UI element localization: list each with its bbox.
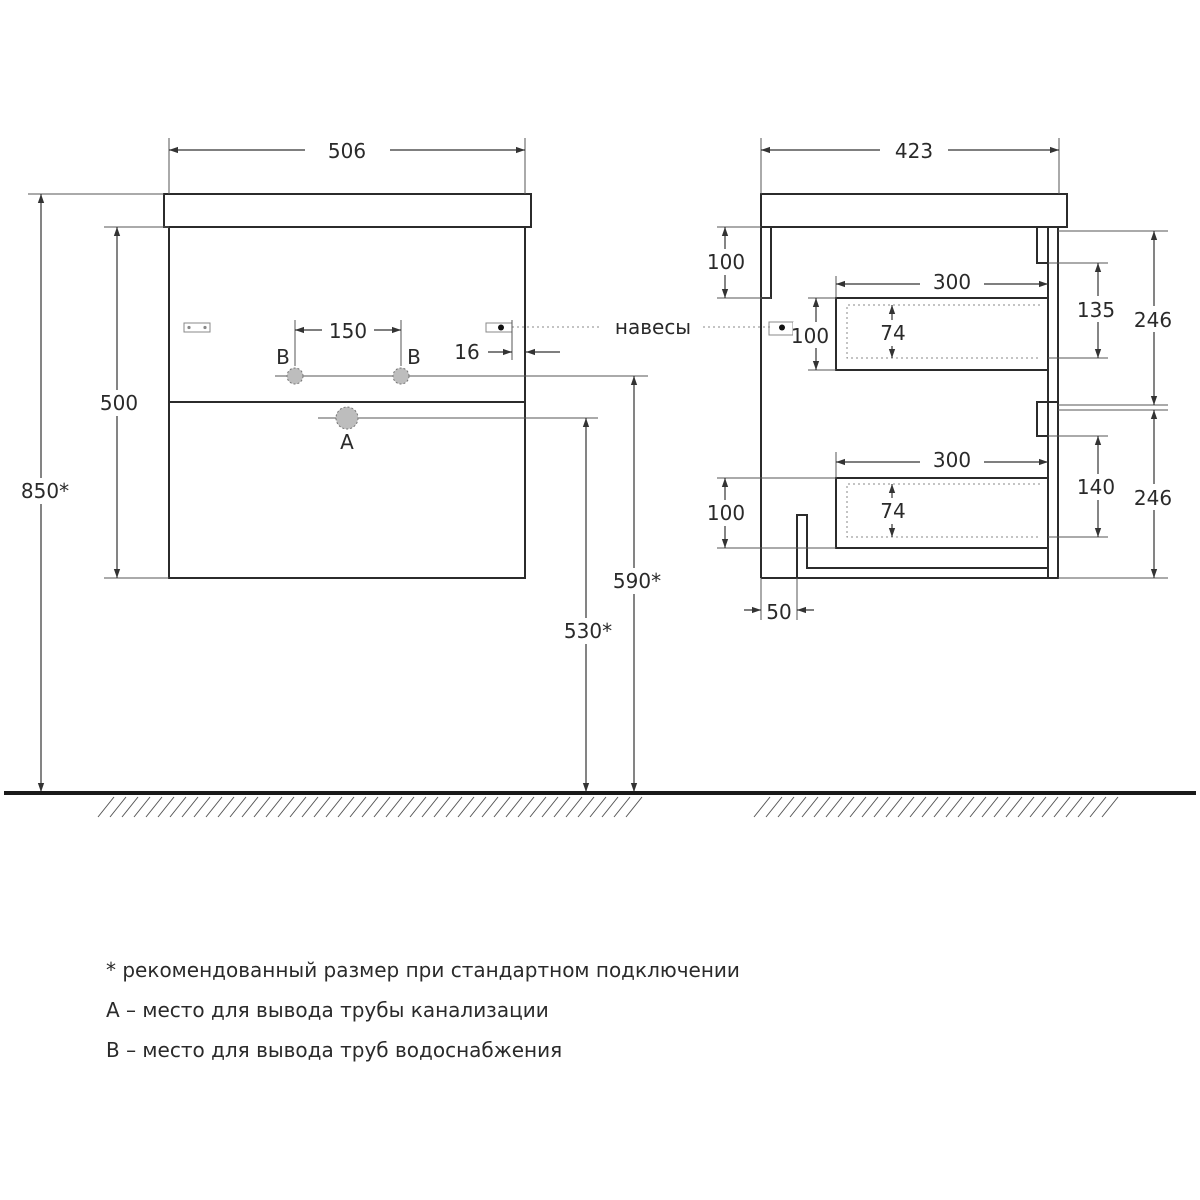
dim-side-depth: 423 xyxy=(895,139,933,163)
dim-lower-cutout: 100 xyxy=(707,501,745,525)
dim-lower-drawer-inner: 74 xyxy=(880,499,905,523)
dim-upper-cutout: 100 xyxy=(707,250,745,274)
note-drain: А – место для вывода трубы канализации xyxy=(106,998,549,1022)
note-recommended: * рекомендованный размер при стандартном… xyxy=(106,958,740,982)
note-water: В – место для вывода труб водоснабжения xyxy=(106,1038,563,1062)
dim-upper-hinge-height: 100 xyxy=(791,324,829,348)
dim-drain-height: 530* xyxy=(564,619,612,643)
front-hinge-left-icon xyxy=(183,322,211,333)
lower-drawer xyxy=(835,477,1048,549)
dim-lower-drawer-height: 140 xyxy=(1077,475,1115,499)
dim-front-width: 506 xyxy=(328,139,366,163)
water-pipe-left-label: B xyxy=(276,345,290,369)
water-pipe-right-label: B xyxy=(407,345,421,369)
side-back-cutout xyxy=(761,226,772,299)
dim-lower-section: 246 xyxy=(1134,486,1172,510)
side-view: навесы 423 100 300 100 74 135 xyxy=(615,138,1180,624)
dim-water-height: 590* xyxy=(613,569,661,593)
side-countertop xyxy=(760,193,1068,228)
dim-upper-drawer-inner: 74 xyxy=(880,321,905,345)
dim-pipe-spacing: 150 xyxy=(329,319,367,343)
dim-upper-section: 246 xyxy=(1134,308,1172,332)
dim-upper-drawer-height: 135 xyxy=(1077,298,1115,322)
side-hinge-icon xyxy=(768,321,794,336)
front-view: 506 850* 500 150 16 B B A xyxy=(14,138,666,792)
dim-upper-drawer-depth: 300 xyxy=(933,270,971,294)
floor xyxy=(4,791,1196,818)
water-pipe-left-icon xyxy=(286,367,304,385)
dim-body-height: 500 xyxy=(100,391,138,415)
front-hinge-right-icon xyxy=(485,322,513,333)
water-pipe-right-icon xyxy=(392,367,410,385)
dim-hinge-offset: 16 xyxy=(454,340,479,364)
dim-total-height: 850* xyxy=(21,479,69,503)
dim-leg-offset: 50 xyxy=(766,600,791,624)
upper-drawer xyxy=(835,297,1048,371)
side-bottom-profile xyxy=(796,514,1048,578)
hinges-label: навесы xyxy=(615,315,691,339)
drain-pipe-icon xyxy=(335,406,359,430)
front-countertop xyxy=(163,193,532,228)
dim-lower-drawer-depth: 300 xyxy=(933,448,971,472)
drain-pipe-label: A xyxy=(340,430,354,454)
